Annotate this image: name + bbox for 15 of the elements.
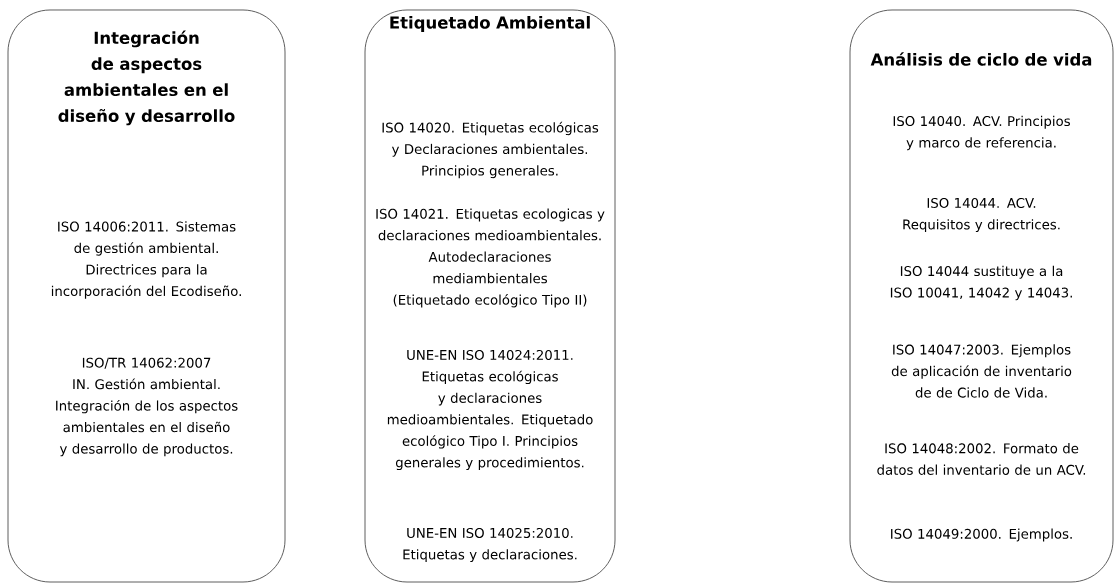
standard-text: ISO 14048:2002. Formato de datos del inventario de un ACV.	[877, 443, 1086, 475]
standard-text: ISO 14040. ACV. Principios y marco de referencia.	[893, 115, 1070, 151]
standard-text: ISO/TR 14062:2007 IN. Gestión ambiental. Integración de los aspectos ambientales en el diseño y desarrollo de productos.	[56, 357, 238, 457]
panel-heading: Etiquetado Ambiental	[390, 16, 590, 32]
standard-text: ISO 14021. Etiquetas ecologicas y declaraciones medioambientales. Autodeclaraciones mediambientales (Etiquetado ecológico Tipo II)	[376, 208, 605, 308]
panel-heading: Integración de aspectos ambientales en el diseño y desarrollo	[58, 30, 235, 126]
standard-text: UNE-EN ISO 14024:2011. Etiquetas ecológicas y declaraciones medioambientales. Etiquetado ecológico Tipo I. Principios generales y procedimientos.	[387, 349, 593, 471]
standard-text: ISO 14044. ACV. Requisitos y directrices.	[903, 197, 1060, 233]
panel-heading: Análisis de ciclo de vida	[870, 52, 1092, 66]
standard-text: ISO 14047:2003. Ejemplos de aplicación de inventario de de Ciclo de Vida.	[891, 344, 1072, 398]
standard-text: UNE-EN ISO 14025:2010. Etiquetas y declaraciones.	[403, 527, 577, 563]
standard-text: ISO 14049:2000. Ejemplos.	[891, 528, 1072, 542]
standard-text: ISO 14044 sustituye a la ISO 10041, 14042 y 14043.	[890, 265, 1072, 301]
standard-text: ISO 14020. Etiquetas ecológicas y Declaraciones ambientales. Principios generales.	[382, 121, 599, 179]
standard-text: ISO 14006:2011. Sistemas de gestión ambiental. Directrices para la incorporación del Ecodiseño.	[51, 221, 241, 299]
